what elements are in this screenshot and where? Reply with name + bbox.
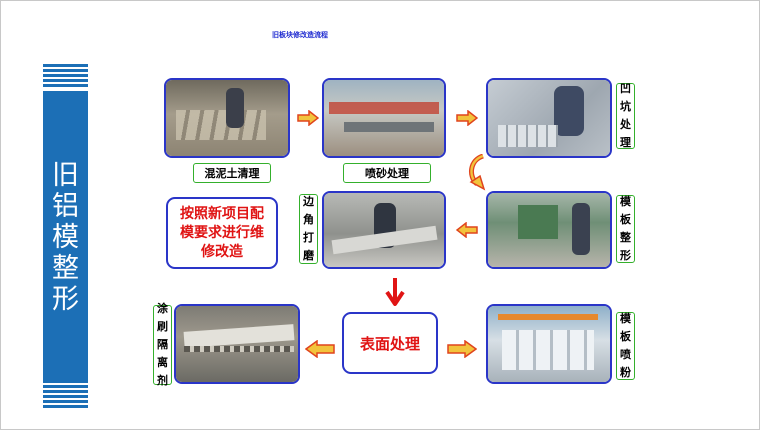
arrow-right-3: [447, 340, 477, 358]
photo-corner-grinding: [322, 191, 446, 269]
sidebar-top-stripes: [43, 64, 88, 89]
photo-coating-release: [174, 304, 300, 384]
photo-sandblasting: [322, 78, 446, 158]
arrow-curve-down: [469, 154, 486, 191]
photo-template-spraying: [486, 304, 612, 384]
label-coating-release: 涂刷隔离剂: [153, 302, 172, 387]
label-corner-grinding: 边角打磨: [299, 194, 318, 264]
sidebar: 旧铝模整形: [43, 64, 88, 412]
arrow-left-2: [305, 340, 335, 358]
arrow-right-1: [297, 110, 319, 126]
label-template-shaping: 模板整形: [616, 195, 635, 263]
label-sandblasting: 喷砂处理: [343, 163, 431, 183]
label-concrete-cleaning: 混泥土清理: [193, 163, 271, 183]
label-dent-treatment: 凹坑处理: [616, 82, 635, 149]
page-title: 旧板块修改造流程: [272, 30, 328, 39]
photo-concrete-cleaning: [164, 78, 290, 158]
label-template-spraying: 模板喷粉: [616, 312, 635, 380]
surface-treatment-box: 表面处理: [342, 312, 438, 374]
sidebar-block: 旧铝模整形: [43, 91, 88, 383]
arrow-left-1: [456, 222, 478, 238]
arrow-right-2: [456, 110, 478, 126]
photo-dent-treatment: [486, 78, 612, 158]
arrow-down: [385, 278, 405, 306]
photo-template-shaping: [486, 191, 612, 269]
sidebar-bottom-stripes: [43, 385, 88, 410]
note-box: 按照新项目配模要求进行维修改造: [166, 197, 278, 269]
sidebar-title: 旧铝模整形: [52, 159, 79, 315]
